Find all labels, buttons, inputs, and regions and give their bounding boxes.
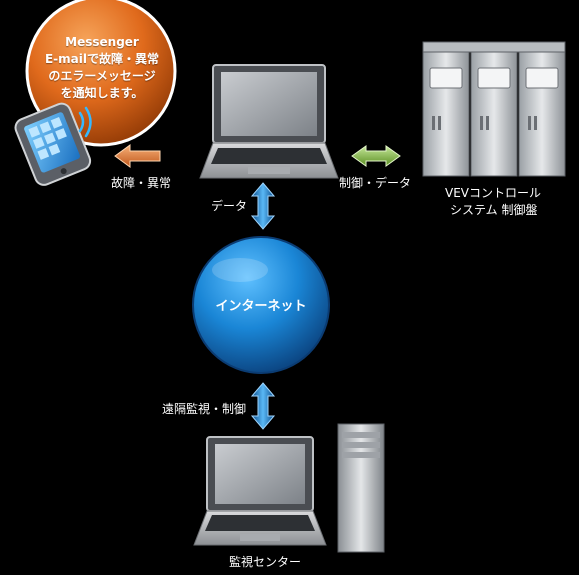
center-label: 監視センター xyxy=(229,555,302,569)
fault-arrow xyxy=(114,144,161,168)
messenger-line-1: E-mailで故障・異常 xyxy=(44,52,159,66)
control-panel-icon xyxy=(422,41,566,177)
tower-pc-icon xyxy=(337,423,385,553)
internet-globe xyxy=(192,236,330,374)
signal-waves-icon xyxy=(78,106,92,138)
control-data-arrow xyxy=(351,145,401,167)
messenger-text: Messenger E-mailで故障・異常 のエラーメッセージ を通知します。 xyxy=(28,34,176,102)
panel-label-line-1: VEVコントロール xyxy=(445,186,542,200)
messenger-title: Messenger xyxy=(65,35,139,49)
remote-label: 遠隔監視・制御 xyxy=(162,402,247,416)
control-data-label: 制御・データ xyxy=(339,176,412,190)
monitoring-laptop-icon xyxy=(193,436,327,546)
smartphone-icon xyxy=(14,102,92,186)
data-arrow xyxy=(250,182,276,230)
fault-label: 故障・異常 xyxy=(111,176,172,190)
panel-label-line-2: システム 制御盤 xyxy=(450,203,538,217)
internet-label: インターネット xyxy=(215,299,307,314)
data-label: データ xyxy=(211,199,248,213)
remote-control-arrow xyxy=(250,382,276,430)
messenger-line-3: を通知します。 xyxy=(60,86,144,100)
messenger-line-2: のエラーメッセージ xyxy=(48,69,156,83)
laptop-icon xyxy=(199,64,339,179)
